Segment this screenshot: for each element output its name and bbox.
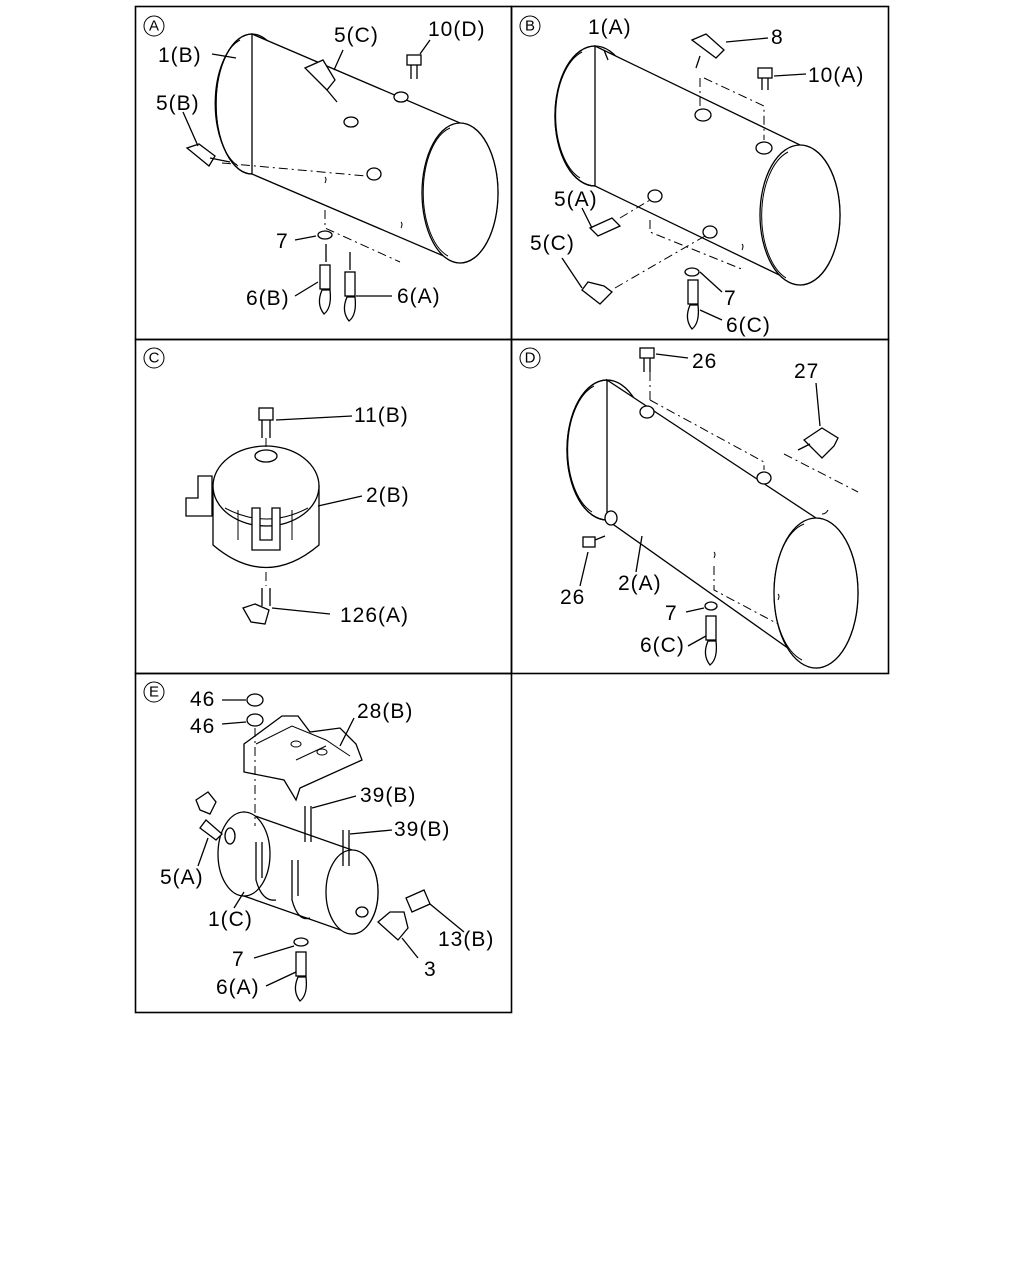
callout-b-1a: 1(A) (588, 16, 632, 39)
callout-a-5b: 5(B) (156, 92, 200, 115)
panel-letter-c: C (143, 347, 165, 369)
callout-c-2b: 2(B) (366, 484, 410, 507)
callout-d-7: 7 (665, 602, 678, 625)
panel-d: D (519, 347, 859, 669)
callouts-e: 46 46 28(B) 39(B) 39(B) 5(A) 1(C) 7 6(A)… (160, 688, 494, 999)
callout-d-26-top: 26 (692, 350, 717, 373)
panel-letter-a: A (143, 15, 165, 37)
callout-e-7: 7 (232, 948, 245, 971)
callouts-a: 1(B) 5(C) 10(D) 5(B) 7 6(B) 6(A) (156, 18, 486, 310)
callout-e-6a: 6(A) (216, 976, 260, 999)
fittings-d (582, 347, 839, 666)
callout-a-5c: 5(C) (334, 24, 379, 47)
callout-b-8: 8 (771, 26, 784, 49)
panel-frames (134, 5, 890, 1014)
tank-e-drawing (217, 811, 379, 935)
callout-d-2a: 2(A) (618, 572, 662, 595)
callout-e-5a: 5(A) (160, 866, 204, 889)
callout-e-46-top: 46 (190, 688, 215, 711)
svg-text:D: D (525, 350, 536, 367)
panel-a: A (143, 15, 499, 322)
callouts-b: 1(A) 8 10(A) 5(A) 5(C) 7 6(C) (530, 16, 864, 337)
callout-b-7: 7 (724, 287, 737, 310)
callout-e-1c: 1(C) (208, 908, 253, 931)
panel-frame-e (134, 672, 513, 1014)
svg-text:B: B (525, 18, 535, 35)
callout-d-27: 27 (794, 360, 819, 383)
callout-a-10d: 10(D) (428, 18, 486, 41)
filter-c-drawing (185, 407, 320, 625)
callout-d-6c: 6(C) (640, 634, 685, 657)
callout-a-6a: 6(A) (397, 285, 441, 308)
callout-e-28b: 28(B) (357, 700, 413, 723)
callout-a-7: 7 (276, 230, 289, 253)
panel-letter-d: D (519, 347, 541, 369)
fittings-a (185, 54, 422, 322)
svg-text:E: E (149, 684, 159, 701)
callout-b-5c: 5(C) (530, 232, 575, 255)
bracket-e-drawing (243, 715, 363, 802)
air-tank-b-drawing (554, 44, 841, 286)
svg-text:A: A (149, 18, 159, 35)
callout-c-126a: 126(A) (340, 604, 409, 627)
panel-e: E (143, 681, 494, 1002)
air-tank-d-drawing (566, 378, 859, 669)
fittings-b (581, 33, 773, 330)
panel-letter-e: E (143, 681, 165, 703)
callout-b-10a: 10(A) (808, 64, 864, 87)
u-bolts-e (255, 806, 350, 920)
callout-a-1b: 1(B) (158, 44, 202, 67)
leader-lines-b (561, 37, 807, 321)
panel-frame-d (510, 338, 890, 675)
callout-e-39b-lower: 39(B) (394, 818, 450, 841)
callout-e-46-bottom: 46 (190, 715, 215, 738)
air-tank-a-drawing (214, 33, 499, 264)
callouts-c: 11(B) 2(B) 126(A) (340, 404, 410, 627)
panel-letter-b: B (519, 15, 541, 37)
callout-e-13b: 13(B) (438, 928, 494, 951)
panel-b: B (519, 15, 864, 337)
callout-b-5a: 5(A) (554, 188, 598, 211)
callout-e-39b-upper: 39(B) (360, 784, 416, 807)
callout-c-11b: 11(B) (354, 404, 409, 427)
callout-e-3: 3 (424, 958, 437, 981)
callout-b-6c: 6(C) (726, 314, 771, 337)
callout-a-6b: 6(B) (246, 287, 290, 310)
leader-lines-d (579, 353, 859, 647)
callout-d-26-bottom: 26 (560, 586, 585, 609)
leader-lines-c (265, 415, 363, 615)
leader-lines-e (197, 699, 465, 987)
leader-lines-a (182, 39, 431, 297)
callouts-d: 26 27 26 2(A) 7 6(C) (560, 350, 819, 657)
svg-text:C: C (149, 350, 160, 367)
panel-c: C 11(B) 2(B) 126(A) (143, 347, 410, 627)
fittings-e (195, 693, 431, 1002)
